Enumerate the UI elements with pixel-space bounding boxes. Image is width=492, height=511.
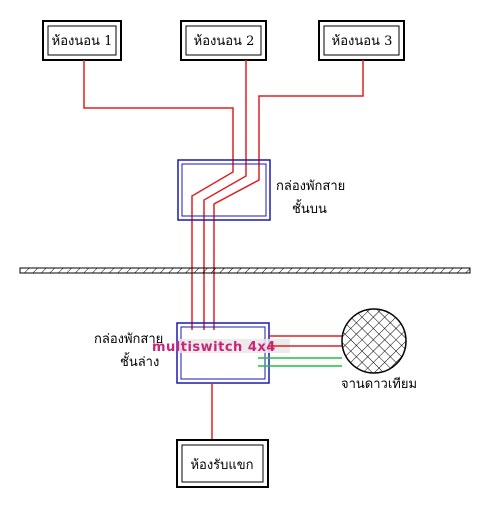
satellite-dish-icon — [341, 308, 407, 374]
floor-divider — [19, 267, 471, 274]
room-box-living-room: ห้องรับแขก — [176, 439, 269, 488]
junction-lower-label-2: ชั้นล่าง — [120, 352, 159, 370]
cable-down-1 — [191, 168, 234, 330]
junction-box-upper — [177, 159, 271, 221]
cable-down-3 — [213, 168, 260, 330]
cables-dish — [258, 335, 342, 367]
cable-bedroom-1 — [83, 60, 234, 168]
room-box-bedroom-2: ห้องนอน 2 — [180, 20, 267, 61]
multiswitch-glow — [178, 339, 290, 353]
cable-bedroom-3 — [258, 60, 364, 168]
multiswitch-label: multiswitch 4x4 — [152, 340, 276, 355]
room-box-bedroom-1: ห้องนอน 1 — [42, 20, 122, 61]
junction-lower-label-1: กล่องพักสาย — [94, 332, 163, 347]
room-label-bedroom-1: ห้องนอน 1 — [52, 34, 113, 49]
junction-upper-label-2: ชั้นบน — [292, 199, 327, 217]
room-label-bedroom-2: ห้องนอน 2 — [194, 34, 255, 49]
room-label-living-room: ห้องรับแขก — [190, 458, 253, 473]
cable-down-2 — [203, 168, 247, 330]
dish-label: จานดาวเทียม — [341, 376, 417, 392]
room-label-bedroom-3: ห้องนอน 3 — [332, 34, 393, 49]
junction-upper-label-1: กล่องพักสาย — [276, 179, 345, 194]
room-box-bedroom-3: ห้องนอน 3 — [318, 20, 405, 61]
cables-upper — [83, 60, 364, 330]
